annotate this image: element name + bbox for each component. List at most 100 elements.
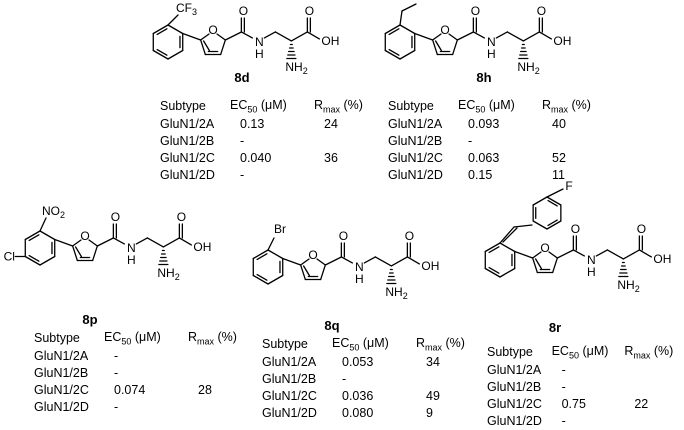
cell-ec50: 0.080	[342, 405, 374, 420]
carbonyl-oxygen: O	[111, 210, 120, 224]
bond	[532, 196, 548, 206]
header-rmax: Rmax (%)	[188, 330, 237, 347]
bond	[448, 33, 459, 41]
bond	[299, 258, 310, 266]
cell-rmax	[188, 399, 254, 416]
cell-ec50: 0.074	[114, 382, 146, 397]
cell-rmax: 36	[324, 150, 338, 165]
bond	[88, 239, 99, 247]
bond	[374, 256, 393, 267]
bond	[24, 255, 41, 266]
bond	[263, 31, 277, 39]
carbonyl-oxygen: O	[339, 229, 348, 243]
table-row: GluN1/2D-	[34, 399, 254, 416]
bond	[39, 255, 56, 266]
bond	[534, 258, 543, 270]
cell-subtype: GluN1/2B	[487, 379, 542, 394]
amine-nh2: NH2	[157, 266, 179, 282]
bond	[282, 257, 302, 266]
bond	[556, 249, 575, 259]
bond	[162, 237, 181, 248]
furan-oxygen: O	[540, 241, 549, 255]
bond	[546, 196, 562, 206]
bond	[167, 24, 184, 35]
acid-carbonyl-oxygen: O	[537, 4, 546, 18]
bond	[216, 33, 227, 41]
cell-ec50: -	[561, 362, 566, 377]
bond	[316, 258, 327, 266]
header-subtype: Subtype	[34, 331, 80, 346]
table-row: GluN1/2B-	[262, 371, 482, 388]
cell-rmax	[188, 365, 254, 382]
cell-subtype: GluN1/2A	[160, 116, 215, 131]
bond	[54, 238, 74, 247]
bond	[472, 31, 486, 39]
bond	[495, 31, 509, 39]
bond	[240, 31, 254, 39]
header-rmax: Rmax (%)	[624, 344, 674, 361]
header-rmax: Rmax (%)	[542, 98, 591, 115]
bond	[522, 31, 541, 42]
substituent-cl: Cl	[4, 250, 15, 264]
acid-hydroxyl: OH	[321, 34, 339, 48]
bond	[488, 246, 500, 254]
cell-subtype: GluN1/2D	[388, 167, 443, 182]
carbonyl-oxygen: O	[571, 222, 580, 236]
cell-subtype: GluN1/2A	[388, 116, 443, 131]
cell-subtype: GluN1/2B	[34, 365, 89, 380]
bond	[622, 249, 641, 260]
bond	[401, 3, 417, 12]
acid-carbonyl-oxygen: O	[177, 210, 186, 224]
bond	[156, 48, 168, 56]
table-row: GluN1/2D-	[160, 167, 380, 184]
cell-ec50: 0.053	[342, 354, 374, 369]
cell-ec50: 0.063	[468, 150, 500, 165]
bond	[135, 237, 149, 245]
table-row: GluN1/2C 0.036 49	[262, 388, 482, 405]
bond	[199, 39, 207, 56]
bond	[290, 31, 309, 42]
acid-hydroxyl: OH	[421, 259, 439, 273]
cell-rmax: 24	[324, 116, 338, 131]
bond	[363, 256, 377, 264]
cell-subtype: GluN1/2C	[262, 388, 317, 403]
compound-label-8r: 8r	[548, 320, 562, 335]
cell-rmax	[624, 379, 684, 396]
bond	[167, 49, 184, 60]
bond	[499, 242, 516, 253]
furan-oxygen: O	[440, 23, 449, 37]
cell-rmax: 49	[426, 388, 440, 403]
bond	[146, 237, 165, 248]
cell-subtype: GluN1/2A	[487, 362, 542, 377]
bond	[548, 251, 559, 259]
cell-ec50: 0.036	[342, 388, 374, 403]
bond	[156, 28, 168, 36]
header-ec50: EC50 (μM)	[230, 98, 287, 115]
cell-ec50: 0.093	[468, 116, 500, 131]
bond	[551, 257, 559, 274]
header-rmax: Rmax (%)	[416, 336, 465, 353]
cell-ec50: -	[561, 379, 566, 394]
cell-subtype: GluN1/2C	[487, 396, 542, 411]
carbonyl-oxygen: O	[239, 4, 248, 18]
bond	[513, 224, 533, 228]
bond	[456, 31, 475, 41]
header-subtype: Subtype	[160, 99, 206, 114]
cell-ec50: -	[114, 348, 119, 363]
bond	[484, 242, 501, 253]
substituent-f: F	[565, 179, 572, 193]
cell-ec50: 0.75	[561, 396, 586, 411]
carbonyl-oxygen: O	[471, 4, 480, 18]
